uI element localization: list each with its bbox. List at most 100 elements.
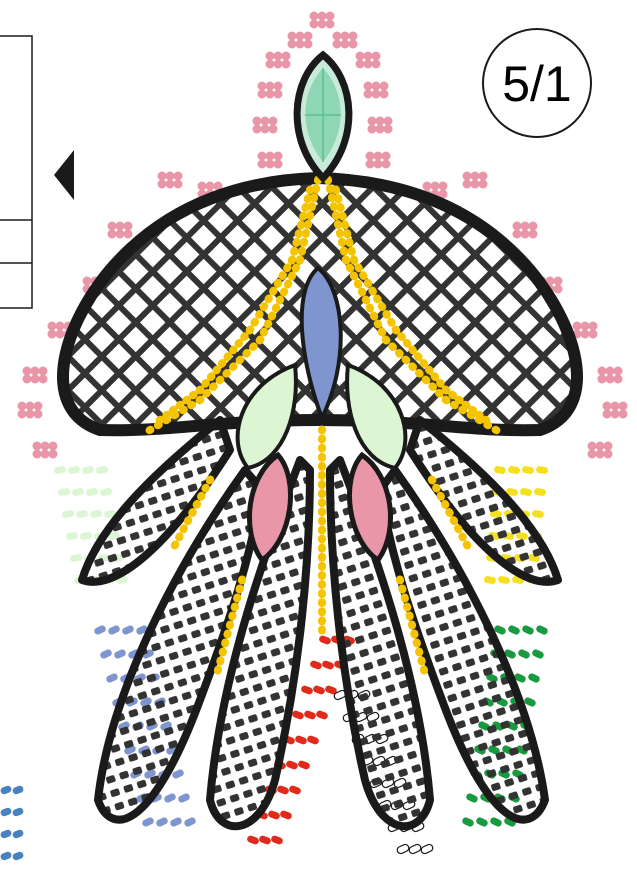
pink-bead [266, 60, 275, 69]
pink-bead [274, 82, 283, 91]
pink-bead [366, 160, 375, 169]
pink-bead [116, 222, 125, 231]
periwinkle-bead [105, 672, 119, 683]
light-green-bead [75, 510, 88, 519]
red-bead [285, 760, 299, 771]
dark-green-bead [535, 624, 549, 635]
pink-bead [33, 450, 42, 459]
pink-bead [598, 375, 607, 384]
gold-bead [318, 435, 326, 444]
pink-bead [463, 172, 472, 181]
red-bead [315, 710, 329, 721]
pink-bead [206, 182, 215, 191]
yellow-bead [483, 576, 496, 585]
gold-bead [318, 444, 326, 453]
pink-bead [589, 330, 598, 339]
pink-bead [158, 180, 167, 189]
pink-bead [364, 60, 373, 69]
pink-bead [310, 12, 319, 21]
gold-bead [318, 453, 326, 462]
pink-bead [304, 32, 313, 41]
pink-bead [48, 322, 57, 331]
pink-bead [26, 410, 35, 419]
steel-blue-bead [0, 851, 12, 861]
pink-bead [318, 20, 327, 29]
red-bead [294, 735, 308, 746]
gold-bead [318, 535, 326, 544]
steel-blue-bead [12, 851, 25, 861]
steel-blue-bead [0, 829, 12, 839]
dark-green-bead [521, 624, 535, 635]
pink-bead [326, 20, 335, 29]
gold-bead [318, 626, 326, 635]
pink-bead [56, 322, 65, 331]
dark-green-bead [465, 792, 479, 803]
pink-bead [611, 402, 620, 411]
light-green-bead [99, 488, 112, 497]
dark-green-bead [517, 648, 531, 659]
pink-bead [372, 60, 381, 69]
pink-bead [39, 367, 48, 376]
red-bead [312, 685, 326, 696]
pink-bead [384, 125, 393, 134]
periwinkle-bead [93, 624, 107, 635]
gold-bead [318, 498, 326, 507]
periwinkle-bead [107, 624, 121, 635]
pink-bead [479, 180, 488, 189]
pink-bead [372, 52, 381, 61]
pink-bead [39, 375, 48, 384]
light-green-bead [53, 466, 66, 475]
pink-bead [41, 450, 50, 459]
yellow-bead [493, 466, 506, 475]
dark-green-bead [531, 648, 545, 659]
light-green-bead [89, 510, 102, 519]
pink-bead [31, 367, 40, 376]
pink-bead [108, 230, 117, 239]
white-bead [408, 843, 422, 854]
dark-green-bead [461, 816, 475, 827]
light-green-bead [79, 532, 92, 541]
pink-bead [253, 125, 262, 134]
steel-blue-bead [12, 785, 25, 795]
pink-bead [384, 117, 393, 126]
gold-bead [318, 516, 326, 525]
pink-bead [619, 410, 628, 419]
yellow-bead [533, 488, 546, 497]
gold-bead [318, 544, 326, 553]
periwinkle-bead [121, 624, 135, 635]
page-label: 5/1 [502, 56, 572, 112]
pink-bead [439, 182, 448, 191]
pink-bead [174, 172, 183, 181]
pink-bead [513, 222, 522, 231]
pink-bead [56, 330, 65, 339]
left-arrow-icon[interactable] [54, 150, 74, 200]
pink-bead [368, 117, 377, 126]
pink-bead [431, 182, 440, 191]
pink-bead [554, 285, 563, 294]
pink-bead [479, 172, 488, 181]
pink-bead [198, 182, 207, 191]
yellow-bead [535, 466, 548, 475]
red-bead [321, 660, 335, 671]
periwinkle-bead [169, 816, 183, 827]
red-bead [306, 735, 320, 746]
pink-bead [49, 450, 58, 459]
pink-bead [258, 90, 267, 99]
pink-bead [31, 375, 40, 384]
pink-bead [23, 375, 32, 384]
pink-bead [124, 222, 133, 231]
steel-blue-bead [12, 807, 25, 817]
red-bead [246, 835, 260, 846]
pink-bead [598, 367, 607, 376]
pink-bead [423, 182, 432, 191]
pink-bead [614, 367, 623, 376]
pink-bead [34, 402, 43, 411]
yellow-bead [519, 488, 532, 497]
pink-bead [382, 160, 391, 169]
pink-bead [463, 180, 472, 189]
pink-bead [581, 322, 590, 331]
red-bead [270, 835, 284, 846]
gold-bead [318, 480, 326, 489]
yellow-bead [507, 466, 520, 475]
